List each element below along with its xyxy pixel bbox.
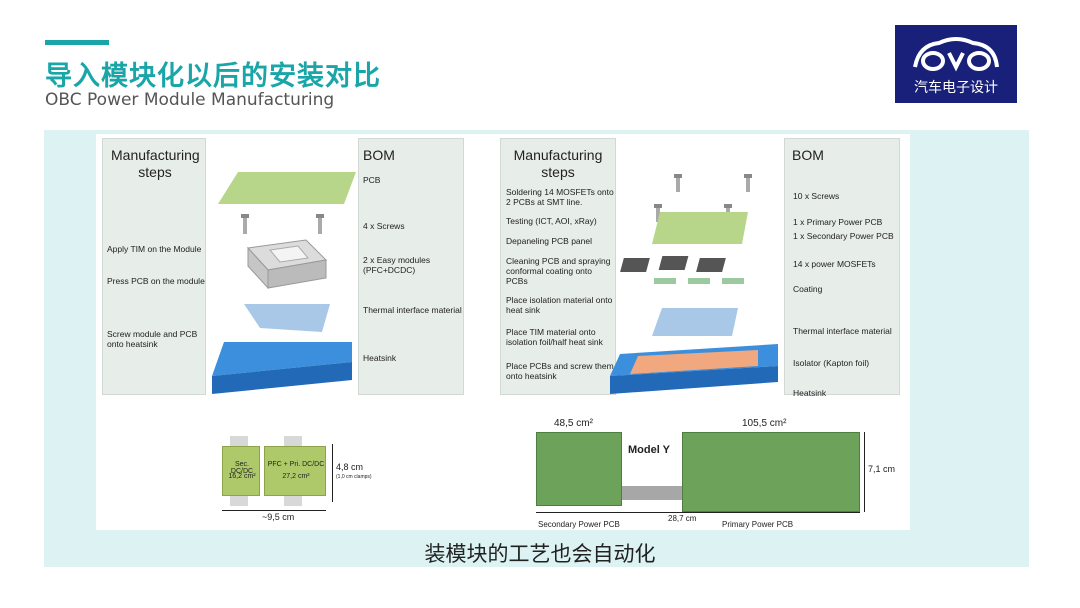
mosfet-pins [654, 278, 744, 284]
left-bom-title: BOM [363, 147, 395, 163]
thermal-interface-layer [244, 304, 330, 332]
right-bom-item: Thermal interface material [793, 326, 892, 336]
secondary-pcb-label: Secondary Power PCB [538, 520, 620, 529]
heatsink [610, 344, 778, 394]
module-area: 16,2 cm² [228, 473, 256, 480]
left-bom-item: 4 x Screws [363, 221, 405, 231]
primary-pcb-label: Primary Power PCB [722, 520, 794, 529]
right-step: Depaneling PCB panel [506, 236, 593, 246]
module-sec-dcdc: Sec. DC/DC 16,2 cm² [222, 446, 260, 496]
pcb-board [652, 212, 748, 244]
left-module-photo: Sec. DC/DC 16,2 cm² PFC + Pri. DC/DC 27,… [216, 434, 406, 524]
left-bom-item: Thermal interface material [363, 305, 462, 315]
model-name: Model Y [628, 444, 670, 456]
right-step: Place TIM material onto isolation foil/h… [506, 327, 603, 347]
left-exploded-diagram [212, 172, 356, 394]
left-steps-panel: Manufacturing steps Apply TIM on the Mod… [102, 138, 206, 395]
height-dimension-line [332, 444, 333, 502]
screw-icon [654, 204, 662, 222]
pcb-connector [622, 486, 684, 500]
secondary-area: 48,5 cm² [554, 418, 593, 429]
model-y-pcb-photo: 48,5 cm² 105,5 cm² Model Y 7,1 cm 28,7 c… [532, 416, 910, 529]
car-logo-icon [913, 37, 999, 72]
module-clamps [230, 436, 248, 446]
right-bom-item: Isolator (Kapton foil) [793, 358, 870, 368]
screw-icon [744, 174, 752, 192]
module-clamps [230, 496, 248, 506]
easy-module [246, 239, 328, 290]
right-steps-panel: Manufacturing steps Soldering 14 MOSFETs… [500, 138, 616, 395]
heatsink [212, 342, 352, 394]
primary-area: 105,5 cm² [742, 418, 787, 429]
right-bom-item: Coating [793, 284, 823, 294]
module-clamps [284, 496, 302, 506]
left-bom-item: 2 x Easy modules (PFC+DCDC) [363, 255, 431, 275]
right-step: Testing (ICT, AOI, xRay) [506, 216, 597, 226]
module-area: 27,2 cm² [282, 473, 310, 480]
isolation-foil [652, 308, 738, 336]
pcb-board [218, 172, 356, 204]
width-dimension: ~9,5 cm [262, 512, 295, 522]
right-bom-title: BOM [792, 147, 824, 163]
pcb-width: 28,7 cm [668, 514, 697, 523]
left-bom-item: Heatsink [363, 353, 397, 363]
pcb-height: 7,1 cm [868, 464, 896, 474]
comparison-slide: Manufacturing steps Apply TIM on the Mod… [96, 134, 910, 530]
right-step: Place isolation material onto heat sink [506, 295, 613, 315]
right-bom-item: 1 x Secondary Power PCB [793, 231, 894, 241]
right-step: Place PCBs and screw them onto heatsink [506, 361, 614, 381]
right-bom-item: 14 x power MOSFETs [793, 259, 876, 269]
height-dimension: 4,8 cm [336, 462, 364, 472]
screw-icon [241, 214, 249, 234]
module-clamps [284, 436, 302, 446]
left-bom-item: PCB [363, 175, 381, 185]
module-label: Sec. DC/DC [230, 461, 254, 475]
screw-icon [316, 214, 324, 234]
mosfet-component [620, 256, 726, 272]
right-exploded-diagram [610, 174, 778, 394]
right-step: Soldering 14 MOSFETs onto 2 PCBs at SMT … [506, 187, 614, 207]
primary-power-pcb [682, 432, 860, 512]
right-bom-item: Heatsink [793, 388, 827, 398]
left-step: Apply TIM on the Module [107, 244, 202, 254]
module-label: PFC + Pri. DC/DC [267, 461, 325, 468]
left-step: Press PCB on the module [107, 276, 205, 286]
right-bom-item: 1 x Primary Power PCB [793, 217, 883, 227]
module-pfc-pri-dcdc: PFC + Pri. DC/DC 27,2 cm² [264, 446, 326, 496]
page-title: 导入模块化以后的安装对比 [45, 61, 381, 92]
height-dimension-line [864, 432, 865, 512]
left-step: Screw module and PCB onto heatsink [107, 329, 198, 349]
height-note: (1,0 cm clamps) [336, 474, 372, 480]
left-steps-title: Manufacturing steps [111, 147, 200, 180]
screw-icon [674, 174, 682, 192]
width-dimension-line [222, 510, 326, 511]
secondary-power-pcb [536, 432, 622, 506]
title-accent-bar [45, 40, 109, 45]
page-subtitle: OBC Power Module Manufacturing [45, 90, 335, 110]
logo-text: 汽车电子设计 [914, 80, 998, 96]
right-bom-item: 10 x Screws [793, 191, 840, 201]
video-subtitle: 装模块的工艺也会自动化 [424, 542, 656, 566]
width-dimension-line [536, 512, 860, 513]
brand-logo: 汽车电子设计 [895, 25, 1017, 103]
right-bom-panel: BOM 10 x Screws 1 x Primary Power PCB 1 … [784, 138, 900, 398]
left-bom-panel: BOM PCB 4 x Screws 2 x Easy modules (PFC… [358, 138, 464, 395]
right-step: Cleaning PCB and spraying conformal coat… [506, 256, 611, 286]
right-steps-title: Manufacturing steps [513, 147, 603, 180]
